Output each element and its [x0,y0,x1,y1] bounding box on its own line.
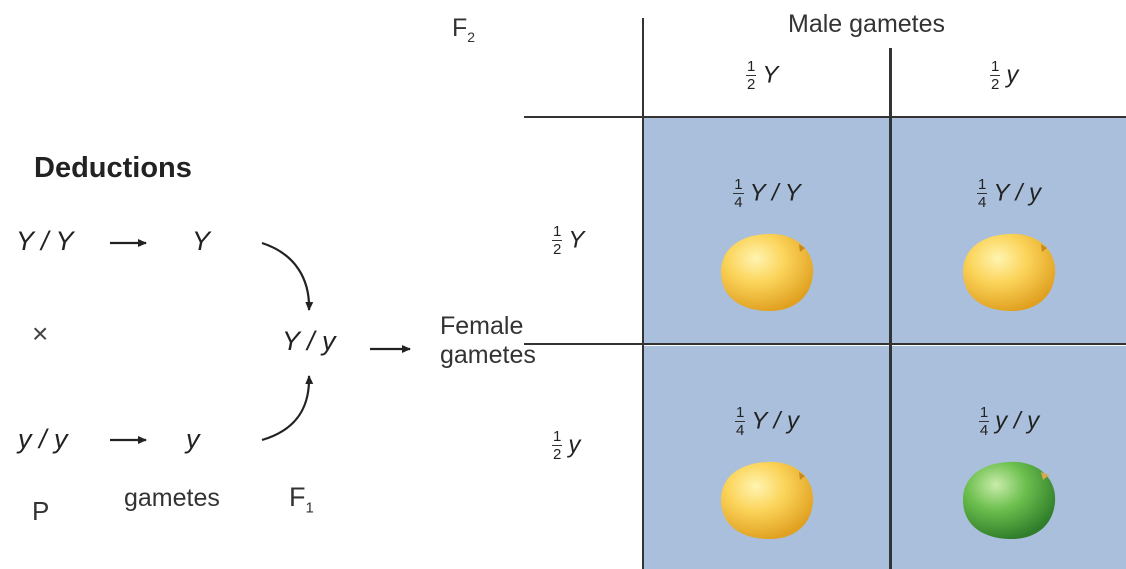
grid-line-center [524,343,1126,345]
grid-line-left [642,18,644,569]
f1-genotype: Y / y [282,326,336,356]
label-f1: F1 [289,482,314,517]
deductions-arrows [110,239,411,444]
curve-arrow-top [261,241,314,311]
parent1-genotype: Y / Y [16,226,74,256]
label-gametes: gametes [124,484,220,512]
gamete1-allele: Y [192,226,211,256]
male-gametes-header: Male gametes [788,10,946,38]
parent2-genotype: y / y [18,424,68,454]
female-gametes-header: Female gametes [440,312,536,369]
yellow-pea-icon [721,233,814,312]
green-pea-icon [963,461,1056,540]
label-p: P [32,496,50,526]
f2-label: F2 [452,14,476,45]
curve-arrow-bottom [261,375,314,442]
gamete2-allele: y [186,424,200,454]
yellow-pea-icon [721,461,814,540]
grid-line-middle [889,48,892,569]
yellow-pea-icon [963,233,1056,312]
grid-line-top [524,116,1126,118]
cross-symbol: × [32,318,49,349]
deductions-title: Deductions [34,152,192,184]
